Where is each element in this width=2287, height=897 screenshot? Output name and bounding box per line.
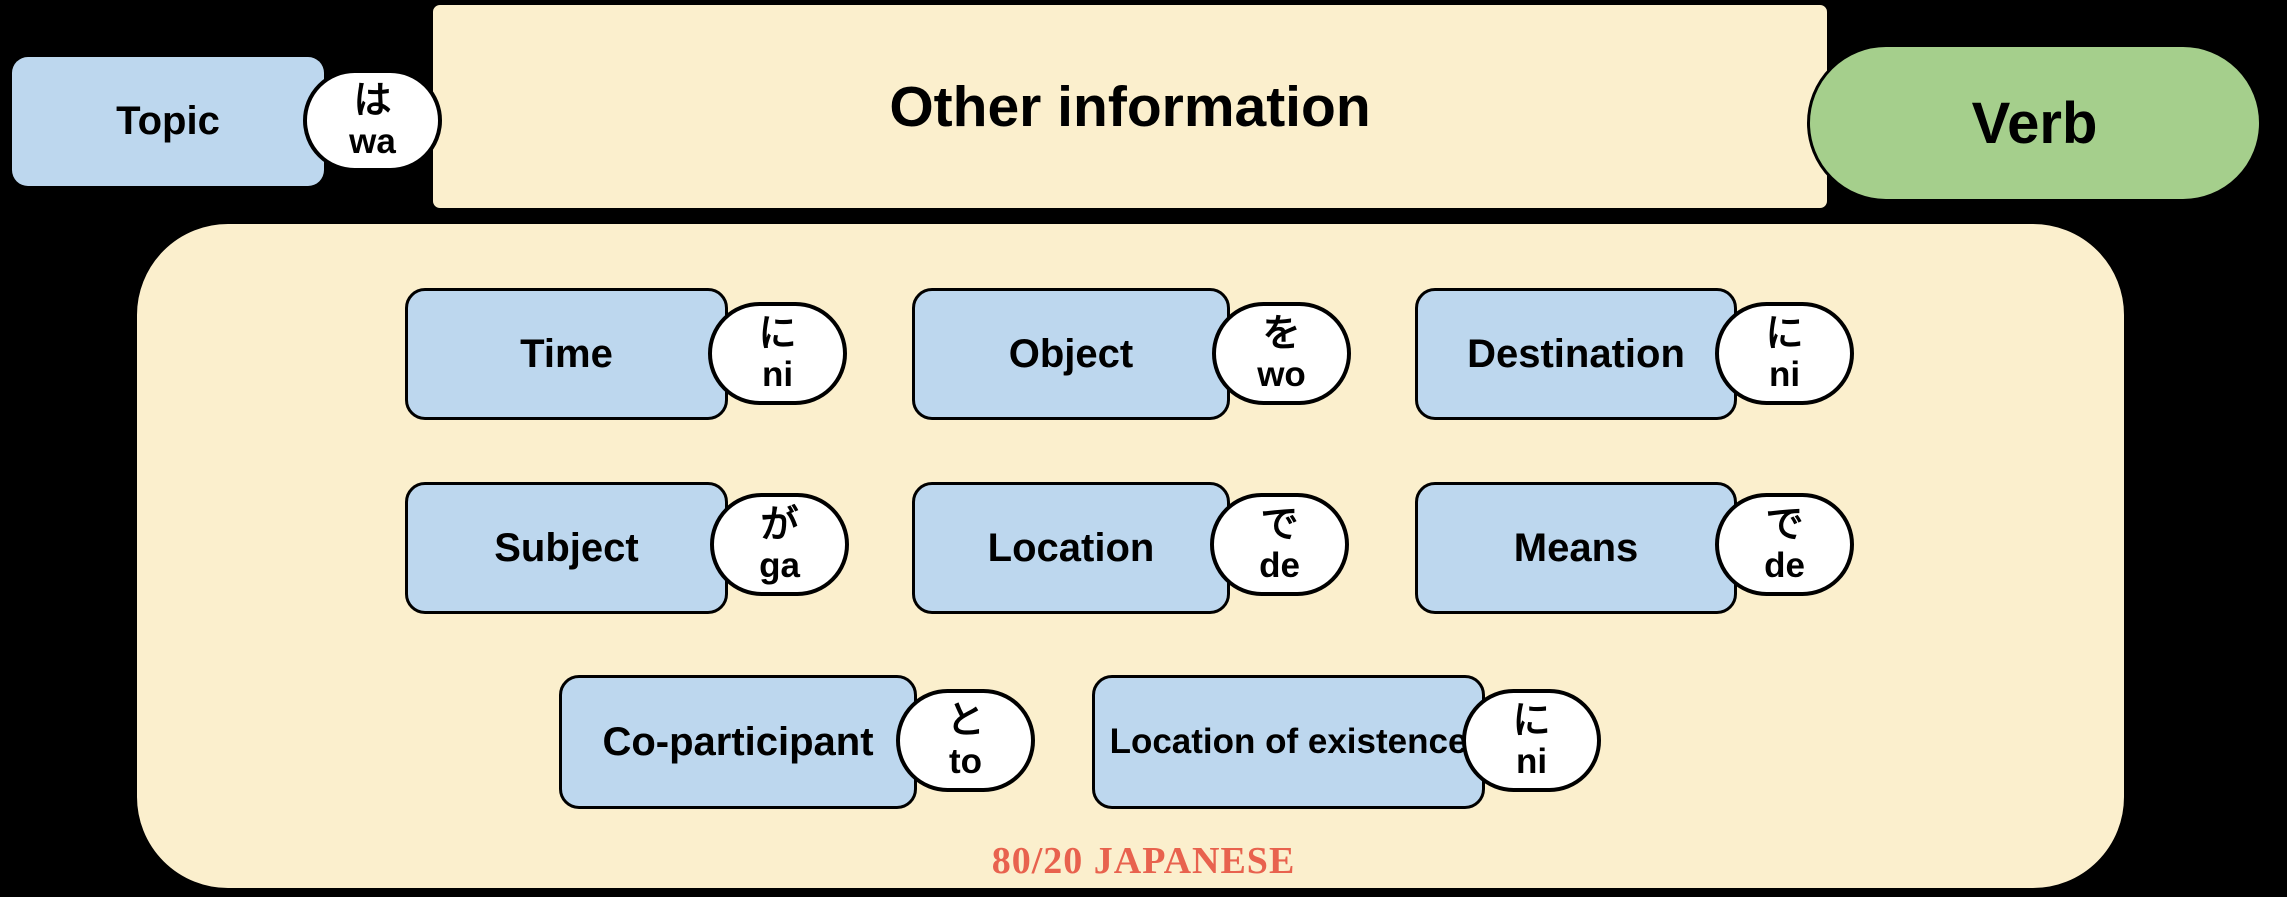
particle-romaji: to xyxy=(948,742,983,781)
particle-kana: に xyxy=(1765,313,1804,355)
particle-romaji: wa xyxy=(349,122,396,161)
particle-romaji: ga xyxy=(759,546,800,585)
other-information-box: Other information xyxy=(430,2,1830,211)
destination-particle-pill: に ni xyxy=(1715,302,1854,405)
particle-kana: に xyxy=(758,313,797,355)
location-label: Location xyxy=(987,525,1155,570)
particle-kana: が xyxy=(760,504,799,546)
time-particle-pill: に ni xyxy=(708,302,847,405)
co-participant-box: Co-participant xyxy=(559,675,917,809)
brand-wordmark: 80/20 JAPANESE xyxy=(991,840,1296,882)
particle-kana: で xyxy=(1260,504,1299,546)
topic-particle-pill: は wa xyxy=(303,69,442,172)
subject-box: Subject xyxy=(405,482,728,614)
particle-kana: は xyxy=(353,80,392,122)
particle-romaji: wo xyxy=(1257,355,1306,394)
location-particle-pill: で de xyxy=(1210,493,1349,596)
topic-box: Topic xyxy=(12,57,324,186)
means-particle-pill: で de xyxy=(1715,493,1854,596)
particle-romaji: ni xyxy=(1768,355,1801,394)
location-of-existence-label: Location of existence xyxy=(1109,722,1468,761)
verb-label: Verb xyxy=(1971,90,2098,156)
destination-box: Destination xyxy=(1415,288,1737,420)
particle-romaji: de xyxy=(1764,546,1805,585)
location-of-existence-box: Location of existence xyxy=(1092,675,1485,809)
verb-box: Verb xyxy=(1807,44,2262,202)
destination-label: Destination xyxy=(1467,331,1685,376)
object-box: Object xyxy=(912,288,1230,420)
particle-kana: を xyxy=(1262,313,1301,355)
means-label: Means xyxy=(1513,525,1639,570)
particle-romaji: de xyxy=(1259,546,1300,585)
subject-label: Subject xyxy=(494,525,639,570)
means-box: Means xyxy=(1415,482,1737,614)
particle-kana: と xyxy=(946,700,985,742)
co-participant-label: Co-participant xyxy=(602,719,874,764)
time-label: Time xyxy=(520,331,613,376)
other-information-label: Other information xyxy=(889,74,1371,139)
particle-romaji: ni xyxy=(1515,742,1548,781)
object-label: Object xyxy=(1008,331,1134,376)
particle-kana: に xyxy=(1512,700,1551,742)
location-of-existence-particle-pill: に ni xyxy=(1462,689,1601,792)
particle-romaji: ni xyxy=(761,355,794,394)
co-participant-particle-pill: と to xyxy=(896,689,1035,792)
time-box: Time xyxy=(405,288,728,420)
subject-particle-pill: が ga xyxy=(710,493,849,596)
location-box: Location xyxy=(912,482,1230,614)
object-particle-pill: を wo xyxy=(1212,302,1351,405)
topic-label: Topic xyxy=(116,99,220,143)
particle-kana: で xyxy=(1765,504,1804,546)
